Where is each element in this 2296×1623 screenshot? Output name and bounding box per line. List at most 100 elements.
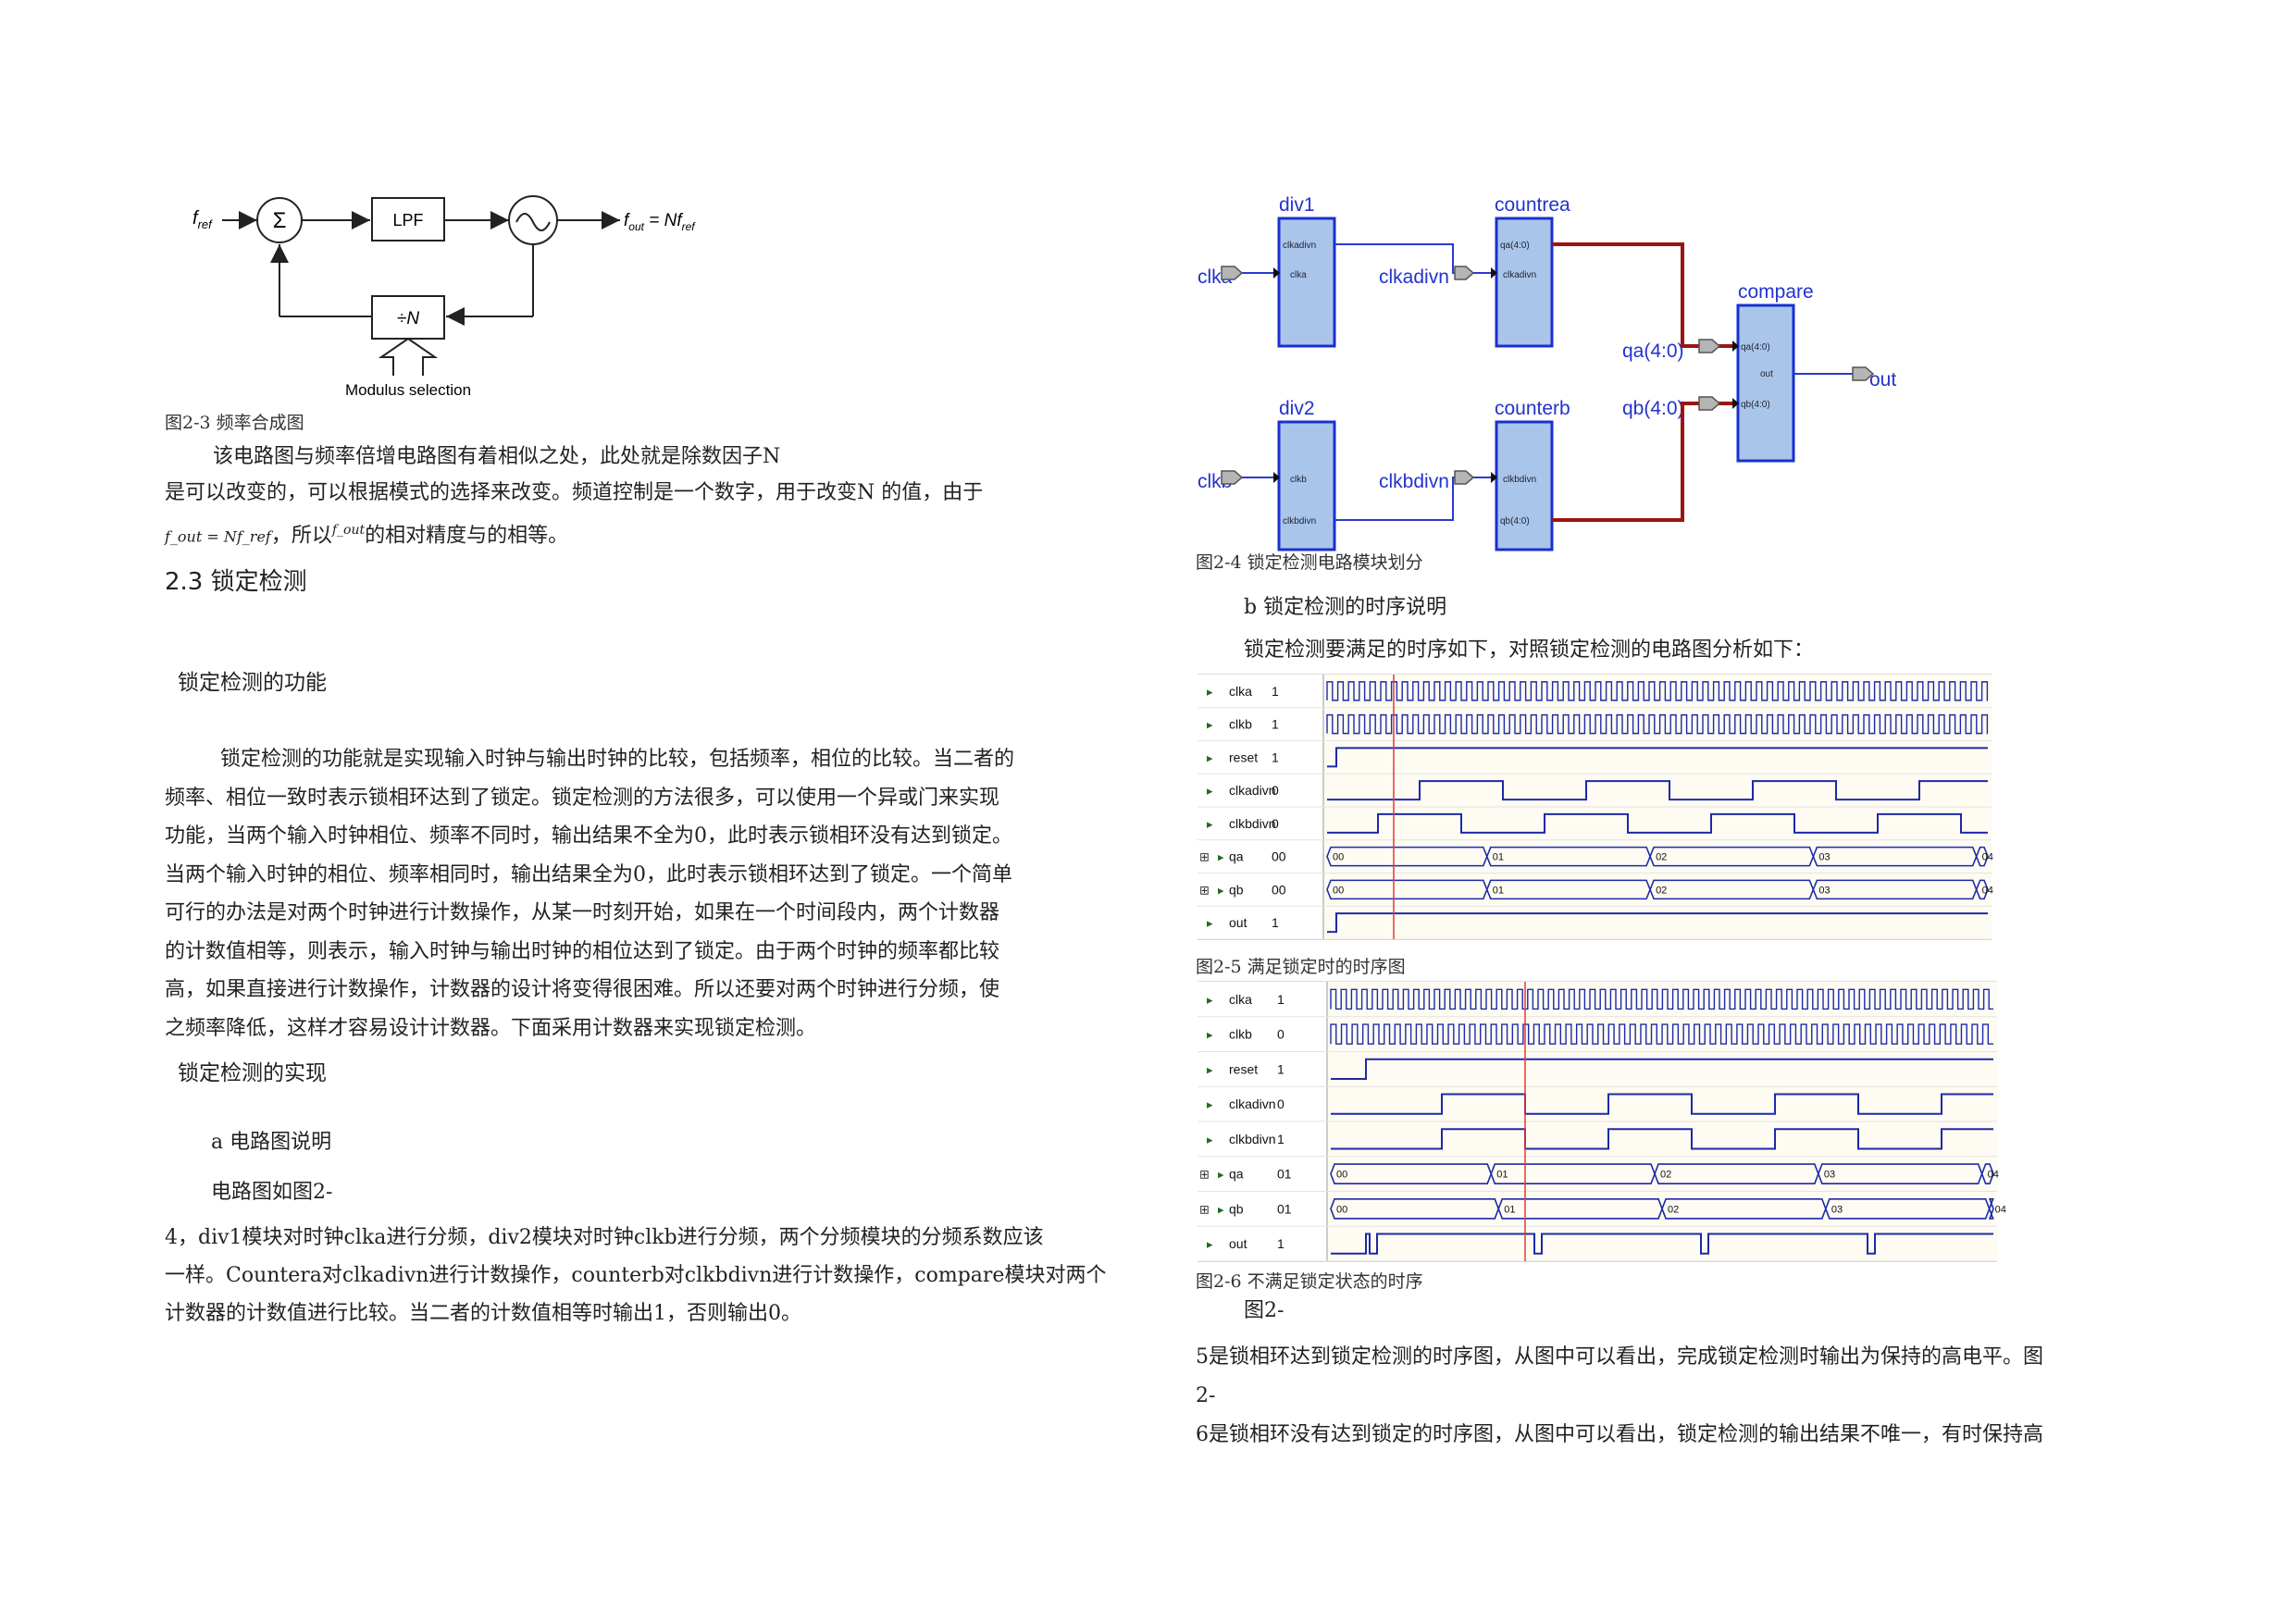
- signal-name: qa: [1229, 1167, 1244, 1182]
- reset-waveform: [1331, 1058, 1993, 1080]
- clock-waveform: [1330, 988, 1993, 1010]
- clkadivn-net-label: clkadivn: [1379, 266, 1449, 288]
- bus-value-label: 01: [1493, 885, 1504, 896]
- subsection-heading: 锁定检测的功能: [178, 671, 327, 695]
- bus-value-label: 04: [1982, 885, 1993, 896]
- div1-title: div1: [1279, 194, 1315, 216]
- signal-name: clka: [1229, 684, 1252, 699]
- signal-name: reset: [1229, 750, 1258, 764]
- expand-icon[interactable]: ⊞: [1199, 1202, 1210, 1216]
- signal-value: 1: [1272, 717, 1279, 732]
- paragraph-line: f_out = Nf_ref，所以f_out的相对精度与的相等。: [165, 518, 568, 549]
- expand-icon[interactable]: ⊞: [1199, 883, 1210, 897]
- signal-arrow-icon: ▸: [1207, 750, 1213, 764]
- body-line: 5是锁相环达到锁定检测的时序图，从图中可以看出，完成锁定检测时输出为保持的高电平…: [1196, 1345, 2044, 1369]
- signal-name: clkb: [1229, 717, 1252, 732]
- paragraph-text: ，所以: [270, 524, 332, 548]
- signal-value: 1: [1277, 1061, 1285, 1076]
- signal-name: clkbdivn: [1229, 816, 1276, 831]
- clock-waveform: [1330, 1023, 1993, 1045]
- body-line: 4，div1模块对时钟clka进行分频，div2模块对时钟clkb进行分频，两个…: [165, 1226, 1044, 1249]
- compare-title: compare: [1738, 281, 1814, 303]
- signal-value: 0: [1277, 1096, 1285, 1111]
- expand-icon[interactable]: ⊞: [1199, 850, 1210, 864]
- signal-arrow-icon: ▸: [1207, 718, 1213, 732]
- pin-label: clkadivn: [1503, 270, 1536, 280]
- signal-value: 0: [1272, 783, 1279, 798]
- sigma-symbol: Σ: [273, 208, 287, 233]
- signal-name: clka: [1229, 992, 1252, 1007]
- signal-value: 01: [1277, 1201, 1292, 1216]
- lpf-label: LPF: [392, 211, 423, 229]
- signal-arrow-icon: ▸: [1218, 1202, 1224, 1216]
- figure-2-6-caption: 图2-6 不满足锁定状态的时序: [1196, 1271, 1423, 1292]
- timing-description: 5是锁相环达到锁定检测的时序图，从图中可以看出，完成锁定检测时输出为保持的高电平…: [1196, 1338, 2043, 1455]
- paragraph-line: 该电路图与频率倍增电路图有着相似之处，此处就是除数因子N: [213, 445, 781, 468]
- body-line: 可行的办法是对两个时钟进行计数操作，从某一时刻开始，如果在一个时间段内，两个计数…: [165, 901, 1000, 924]
- bus-value-label: 04: [1995, 1204, 2006, 1215]
- signal-value: 1: [1272, 750, 1279, 764]
- expand-icon[interactable]: ⊞: [1199, 1168, 1210, 1182]
- fout-label: fout = Nfref: [624, 211, 696, 233]
- signal-name: clkb: [1229, 1027, 1252, 1042]
- compare-block: [1736, 304, 1795, 463]
- clock-waveform: [1326, 681, 1989, 701]
- item-b-heading: b 锁定检测的时序说明: [1244, 596, 1447, 619]
- clka-port-icon: [1221, 266, 1244, 280]
- pin-label: qa(4:0): [1741, 342, 1770, 353]
- sine-icon: [515, 213, 551, 231]
- bus-value-label: 00: [1333, 852, 1344, 863]
- signal-name: clkadivn: [1229, 1096, 1276, 1111]
- paragraph-line: 电路图如图2-: [211, 1181, 333, 1204]
- body-line: 一样。Countera对clkadivn进行计数操作，counterb对clkb…: [165, 1264, 1107, 1287]
- signal-value: 1: [1272, 684, 1279, 699]
- body-line: 的计数值相等，则表示，输入时钟与输出时钟的相位达到了锁定。由于两个时钟的频率都比…: [165, 939, 1000, 963]
- signal-arrow-icon: ▸: [1218, 1168, 1224, 1182]
- signal-arrow-icon: ▸: [1207, 1097, 1213, 1111]
- reset-waveform: [1327, 747, 1988, 768]
- bus-value-label: 04: [1982, 852, 1993, 863]
- bus-value-label: 00: [1333, 885, 1344, 896]
- pin-label: out: [1760, 369, 1773, 379]
- bus-value-label: 00: [1336, 1170, 1347, 1181]
- bus-value-label: 04: [1988, 1170, 1999, 1181]
- fref-label: fref: [192, 208, 213, 231]
- signal-arrow-icon: ▸: [1207, 1237, 1213, 1251]
- body-line: 功能，当两个输入时钟相位、频率不同时，输出结果不全为0，此时表示锁相环没有达到锁…: [165, 824, 1013, 848]
- paragraph-line: 锁定检测要满足的时序如下，对照锁定检测的电路图分析如下：: [1244, 638, 1815, 662]
- modulus-arrow-icon: [378, 337, 439, 376]
- divided-clock-waveform: [1327, 780, 1988, 801]
- divided-clock-waveform: [1331, 1093, 1993, 1115]
- pin-label: clkb: [1290, 475, 1307, 485]
- qb-net-label: qb(4:0): [1622, 398, 1684, 419]
- pin-label: qb(4:0): [1500, 516, 1530, 527]
- signal-arrow-icon: ▸: [1218, 850, 1224, 864]
- countrea-block: [1495, 217, 1554, 348]
- signal-arrow-icon: ▸: [1207, 685, 1213, 699]
- bus-value-label: 02: [1656, 852, 1667, 863]
- bus-value-label: 00: [1336, 1204, 1347, 1215]
- pin-label: qa(4:0): [1500, 241, 1530, 251]
- signal-value: 0: [1277, 1027, 1285, 1042]
- signal-arrow-icon: ▸: [1207, 993, 1213, 1007]
- signal-name: out: [1229, 915, 1247, 930]
- divided-clock-waveform: [1331, 1128, 1993, 1150]
- divide-n-label: ÷N: [397, 309, 419, 328]
- bus-segment: [1975, 846, 1989, 867]
- signal-value: 1: [1272, 915, 1279, 930]
- paragraph-text: 的相对精度与的相等。: [365, 524, 569, 548]
- pin-label: clka: [1290, 270, 1307, 280]
- signal-arrow-icon: ▸: [1207, 916, 1213, 930]
- signal-arrow-icon: ▸: [1207, 1062, 1213, 1076]
- bus-value-label: 03: [1831, 1204, 1843, 1215]
- signal-arrow-icon: ▸: [1207, 784, 1213, 798]
- signal-name: qb: [1229, 882, 1244, 897]
- pin-label: clkbdivn: [1503, 475, 1536, 485]
- bus-value-label: 01: [1496, 1170, 1508, 1181]
- frequency-synthesis-diagram: fref Σ LPF fout = Nfref ÷N Modulus selec…: [192, 195, 696, 399]
- counterb-title: counterb: [1495, 398, 1570, 419]
- signal-name: qb: [1229, 1201, 1244, 1216]
- signal-name: qa: [1229, 849, 1244, 864]
